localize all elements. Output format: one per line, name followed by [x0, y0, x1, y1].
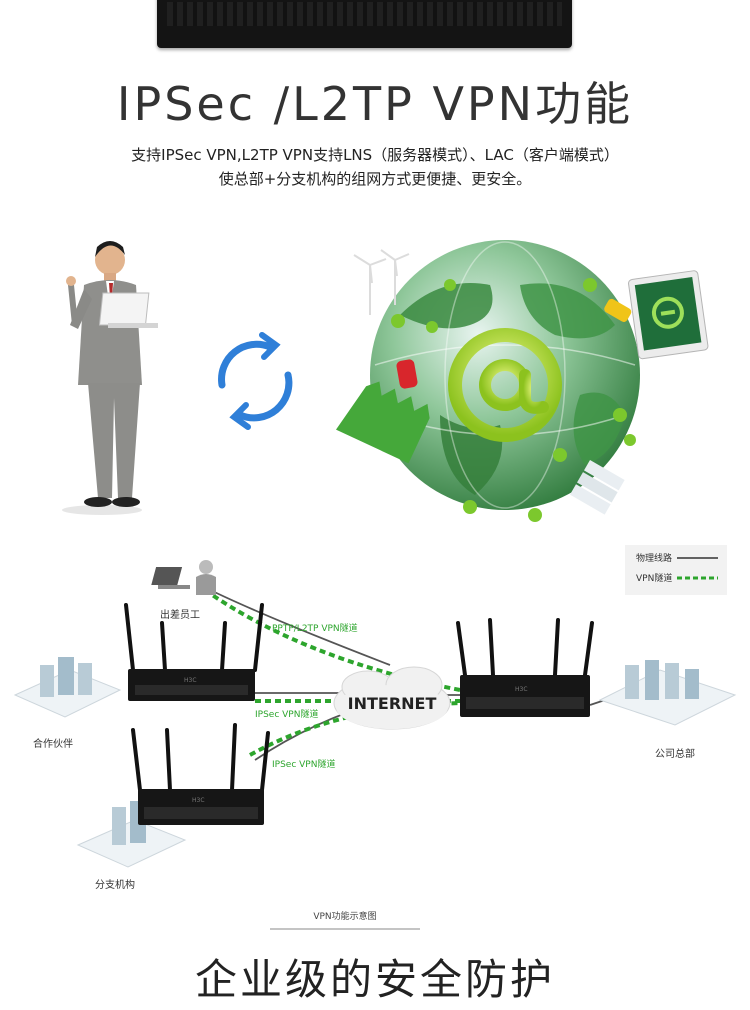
svg-text:H3C: H3C [184, 677, 197, 684]
partner-node: 合作伙伴 [13, 657, 122, 750]
globe-illustration [335, 240, 709, 522]
page-title: IPSec /L2TP VPN功能 [116, 77, 634, 131]
traveler-label: 出差员工 [160, 608, 200, 621]
ipsec-branch-tunnel-label: IPSec VPN隧道 [272, 758, 335, 770]
svg-text:H3C: H3C [192, 797, 205, 804]
router-top-image [157, 0, 572, 48]
pptp-tunnel-line [203, 588, 461, 692]
headquarters-node: 公司总部 [598, 660, 737, 760]
vpn-diagram: 物理线路 VPN隧道 出差员工 合作伙伴 [13, 545, 737, 930]
svg-text:H3C: H3C [515, 686, 528, 693]
diagram-legend: 物理线路 VPN隧道 [625, 545, 727, 595]
subtitle-line2: 使总部+分支机构的组网方式更便捷、更安全。 [218, 170, 532, 188]
ipsec-partner-tunnel-label: IPSec VPN隧道 [255, 708, 318, 720]
internet-cloud: INTERNET [333, 666, 451, 730]
router-headquarters: H3C [456, 618, 594, 717]
branch-label: 分支机构 [95, 878, 135, 891]
section-title-security: 企业级的安全防护 [194, 955, 555, 1004]
hero-illustration [62, 240, 709, 522]
internet-label: INTERNET [348, 694, 437, 713]
refresh-cycle-icon [218, 332, 293, 430]
router-partner: H3C [124, 603, 264, 701]
partner-label: 合作伙伴 [33, 737, 73, 750]
traveler-node: 出差员工 [151, 560, 216, 621]
router-branch: H3C [131, 723, 270, 825]
subtitle-line1: 支持IPSec VPN,L2TP VPN支持LNS（服务器模式）、LAC（客户端… [131, 146, 619, 164]
businessman-figure [62, 241, 158, 515]
pptp-tunnel-label: PPTP/L2TP VPN隧道 [272, 622, 358, 634]
legend-physical-label: 物理线路 [636, 552, 672, 564]
diagram-caption: VPN功能示意图 [313, 910, 376, 922]
legend-vpn-label: VPN隧道 [636, 572, 672, 584]
headquarters-label: 公司总部 [655, 747, 695, 760]
